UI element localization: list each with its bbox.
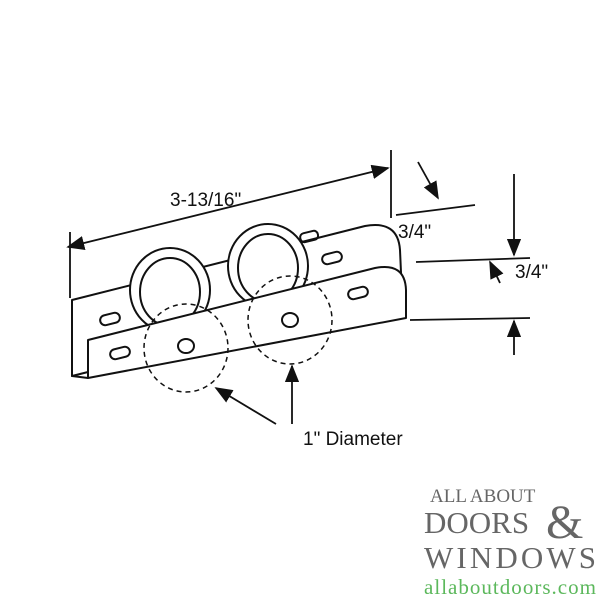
front-plate — [87, 266, 407, 379]
height-label: 3/4" — [515, 262, 548, 283]
diameter-label: 1" Diameter — [303, 429, 403, 450]
logo-line1: ALL ABOUT — [430, 486, 536, 507]
logo-line3: WINDOWS — [424, 540, 596, 575]
logo-url: allaboutdoors.com — [424, 575, 596, 599]
length-label: 3-13/16" — [170, 190, 241, 211]
wheel-front-1-dashed — [143, 303, 229, 393]
wheel-front-2-dashed — [247, 275, 333, 365]
brand-logo: ALL ABOUT & DOORS WINDOWS allaboutdoors.… — [424, 486, 596, 599]
logo-line2: DOORS — [424, 505, 529, 540]
top-width-label: 3/4" — [398, 222, 431, 243]
dimension-lines — [66, 150, 531, 425]
logo-ampersand: & — [546, 496, 583, 549]
